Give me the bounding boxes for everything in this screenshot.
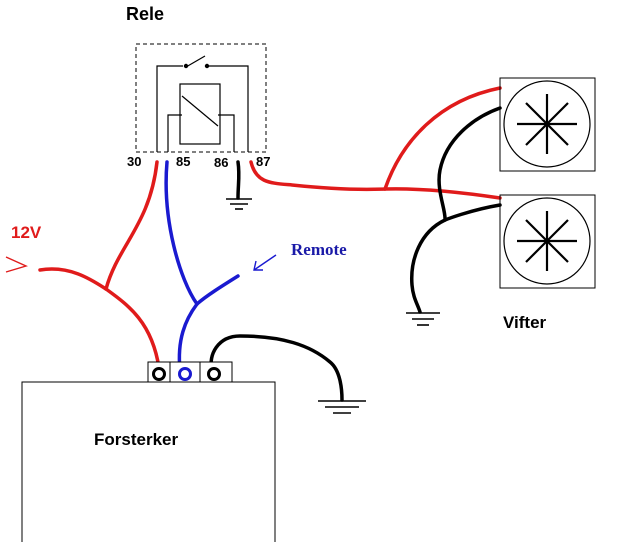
wire-fan1-positive	[383, 86, 502, 191]
wire-fans-to-ground	[410, 218, 447, 314]
wire-12v-input	[38, 267, 108, 291]
amplifier-box	[21, 381, 276, 542]
wire-to-pin-30	[104, 160, 159, 291]
relay-housing	[135, 43, 267, 153]
wire-amp-ground	[209, 334, 344, 402]
fan-1	[499, 77, 596, 172]
ground-symbol-fans	[406, 312, 440, 326]
arrow-12v	[5, 256, 28, 273]
arrow-remote	[253, 254, 277, 271]
pin-label-30: 30	[127, 154, 142, 169]
ground-wires	[209, 106, 502, 402]
ground-symbol-relay	[226, 198, 252, 210]
fans-label: Vifter	[503, 313, 547, 332]
pin-label-86: 86	[214, 155, 229, 170]
wire-fan2-ground	[443, 203, 502, 222]
wire-to-amp-positive	[104, 287, 161, 370]
supply-label: 12V	[11, 223, 42, 242]
amplifier-label: Forsterker	[94, 430, 179, 449]
relay-title: Rele	[126, 4, 165, 24]
amplifier-terminals	[147, 361, 233, 383]
wire-fan-ground-link	[437, 106, 502, 222]
fan-2	[499, 194, 596, 289]
wire-pin-86-ground	[236, 160, 241, 200]
wire-to-pin-85	[164, 160, 199, 306]
wire-to-amp-remote	[177, 302, 199, 372]
relay-internals	[156, 55, 249, 152]
pin-label-87: 87	[256, 154, 271, 169]
remote-label: Remote	[291, 240, 347, 259]
wire-remote-input	[195, 274, 240, 306]
pin-label-85: 85	[176, 154, 191, 169]
ground-symbol-amp	[318, 400, 366, 414]
wire-pin-87-to-fans	[249, 160, 387, 192]
